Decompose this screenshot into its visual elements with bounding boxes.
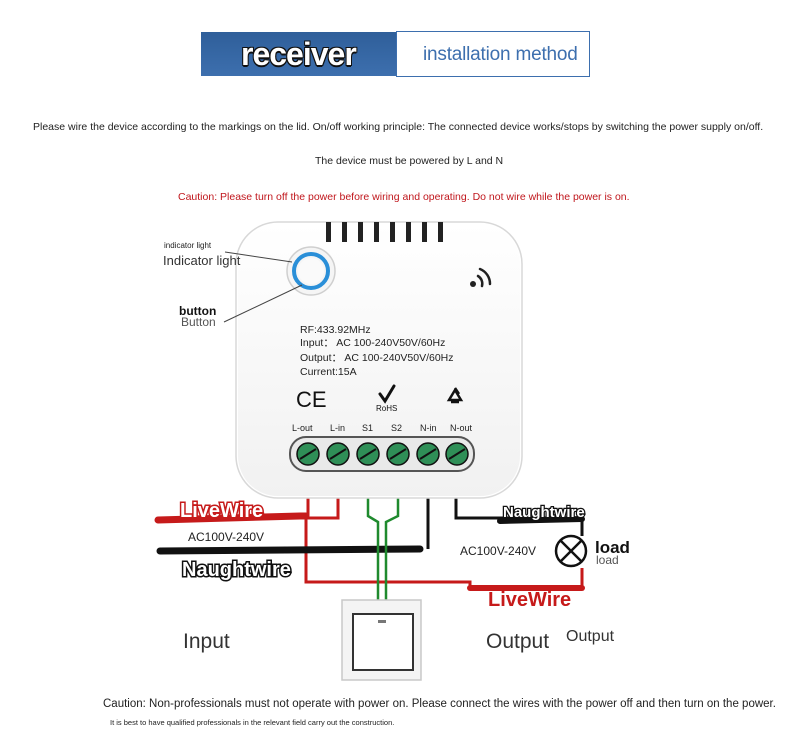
lin-red-wire bbox=[304, 488, 472, 586]
terminal-label: S1 bbox=[362, 423, 373, 433]
terminal-screw[interactable] bbox=[445, 442, 469, 466]
indicator-leader-line bbox=[224, 251, 293, 263]
left-live-label: LiveWire bbox=[180, 500, 263, 522]
wall-switch[interactable] bbox=[341, 599, 422, 681]
button-label-small: button bbox=[179, 304, 216, 318]
spec-current: Current:15A bbox=[300, 366, 357, 378]
recycle-icon bbox=[446, 387, 464, 404]
load-label: load bbox=[595, 538, 630, 557]
terminal-label: L-out bbox=[292, 423, 313, 433]
right-neutral-label: Naughtwire bbox=[503, 504, 585, 521]
left-voltage-label: AC100V-240V bbox=[188, 530, 264, 544]
terminal-screw[interactable] bbox=[416, 442, 440, 466]
left-live-wire bbox=[154, 512, 310, 524]
terminal-label: S2 bbox=[391, 423, 402, 433]
rohs-check-icon bbox=[378, 384, 396, 404]
spec-output: Output： AC 100-240V50V/60Hz bbox=[300, 352, 454, 364]
terminal-label: N-in bbox=[420, 423, 437, 433]
right-live-label: LiveWire bbox=[488, 589, 571, 611]
receiver-tab: receiver bbox=[201, 32, 397, 76]
s2-green-wire bbox=[384, 488, 400, 602]
ce-mark: CE bbox=[296, 387, 327, 412]
installation-method-tab-label: installation method bbox=[423, 44, 578, 65]
left-neutral-wire bbox=[156, 545, 424, 555]
terminal-screw[interactable] bbox=[356, 442, 380, 466]
terminal-label: N-out bbox=[450, 423, 473, 433]
terminal-screw[interactable] bbox=[326, 442, 350, 466]
indicator-label-small: indicator light bbox=[164, 241, 212, 250]
terminal-screws bbox=[296, 442, 469, 466]
terminal-label: L-in bbox=[330, 423, 345, 433]
terminal-screw[interactable] bbox=[386, 442, 410, 466]
output-label: Output bbox=[486, 630, 549, 653]
right-neutral-wire bbox=[497, 516, 585, 524]
input-label: Input bbox=[183, 630, 230, 653]
indicator-light-button[interactable] bbox=[286, 246, 336, 296]
power-note: The device must be powered by L and N bbox=[315, 155, 504, 167]
professional-tip: It is best to have qualified professiona… bbox=[110, 718, 395, 727]
intro-instruction: Please wire the device according to the … bbox=[33, 121, 764, 133]
load-label-small: load bbox=[596, 553, 619, 567]
caution-bottom: Caution: Non-professionals must not oper… bbox=[103, 698, 776, 710]
spec-input: Input： AC 100-240V50V/60Hz bbox=[300, 337, 445, 349]
installation-method-tab: installation method bbox=[396, 31, 590, 77]
left-neutral-label: Naughtwire bbox=[182, 559, 291, 581]
rohs-mark: RoHS bbox=[376, 404, 397, 413]
wireless-signal-icon bbox=[470, 267, 492, 288]
caution-top: Caution: Please turn off the power befor… bbox=[178, 191, 630, 203]
button-leader-line bbox=[223, 284, 303, 323]
indicator-label: Indicator light bbox=[163, 253, 241, 268]
s1-green-wire bbox=[366, 488, 380, 602]
terminal-screw[interactable] bbox=[296, 442, 320, 466]
spec-rf: RF:433.92MHz bbox=[300, 324, 371, 336]
terminal-labels: L-out L-in S1 S2 N-in N-out bbox=[292, 423, 473, 433]
receiver-tab-label: receiver bbox=[241, 36, 357, 72]
button-label: Button bbox=[181, 315, 216, 329]
output-label-secondary: Output bbox=[566, 628, 615, 645]
right-voltage-label: AC100V-240V bbox=[460, 544, 536, 558]
load-lamp-icon bbox=[554, 534, 588, 568]
vent-slots bbox=[326, 222, 443, 242]
